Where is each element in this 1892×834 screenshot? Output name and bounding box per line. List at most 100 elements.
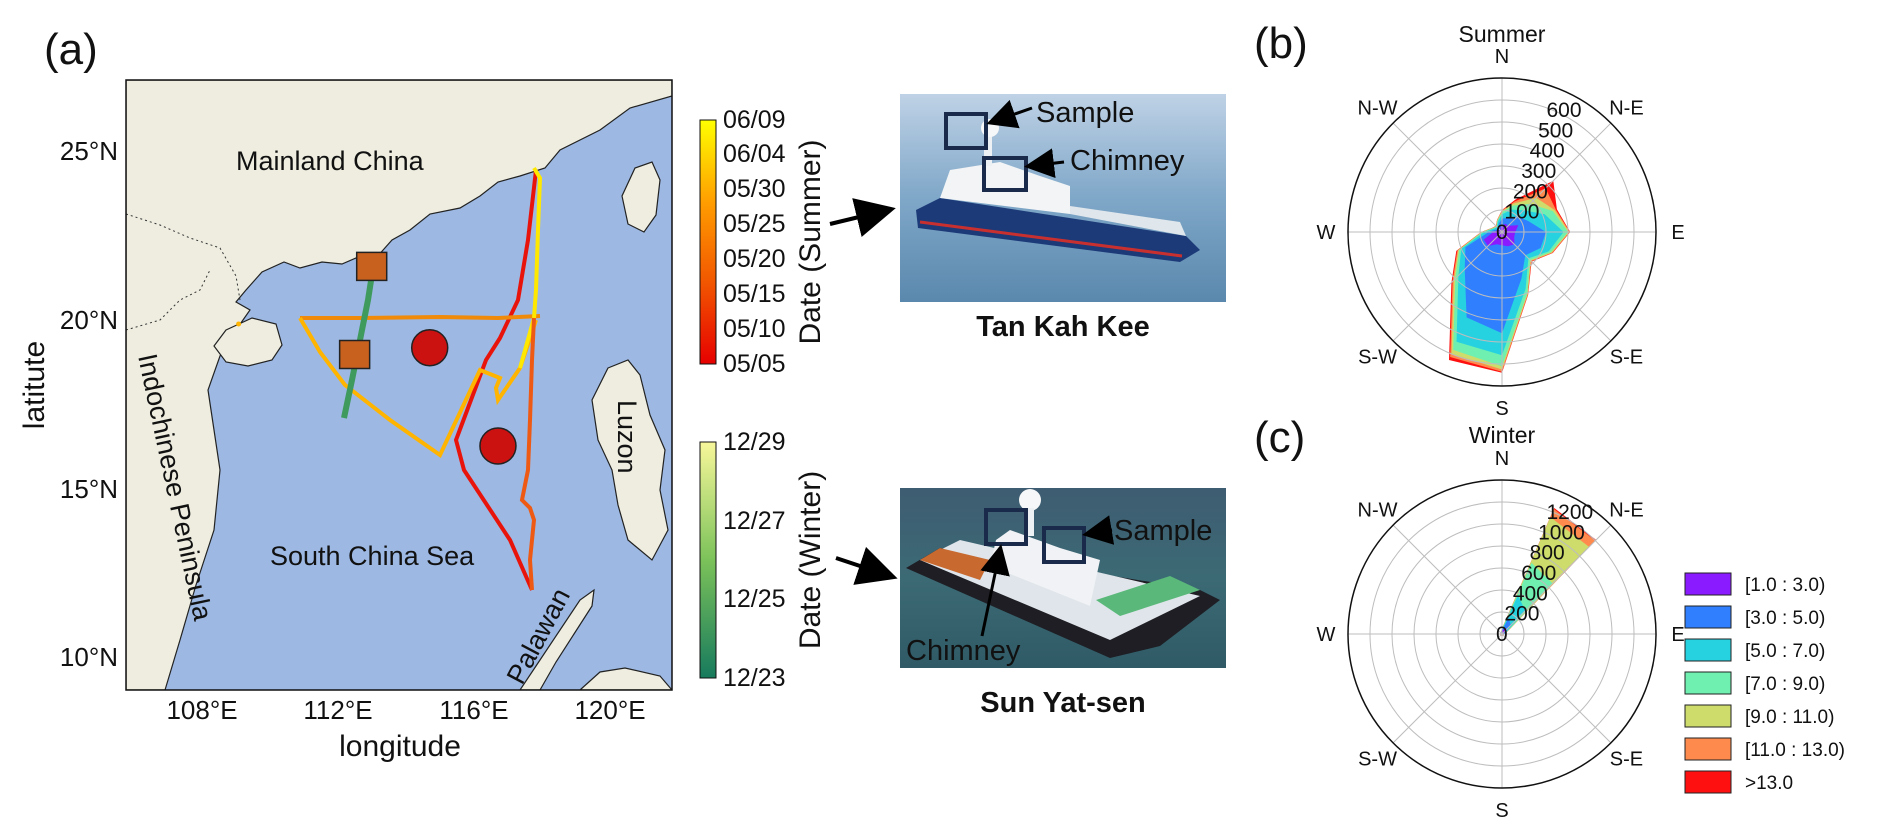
ship-photo-sun-yat-sen: Sample Chimney [900, 488, 1226, 668]
ship-name-sun-yat-sen: Sun Yat-sen [980, 687, 1145, 719]
rose-direction-label: N-E [1609, 98, 1643, 120]
colorbar-summer-gradient [699, 119, 717, 365]
wind-rose-winter: Winter020040060080010001200NN-EES-ESS-WW… [1317, 422, 1685, 822]
ship-hull [916, 198, 1200, 262]
rose-direction-label: N-E [1609, 500, 1643, 522]
wind-rose-area [1483, 223, 1519, 247]
chimney-label-summer: Chimney [1070, 145, 1185, 177]
arrow-winter-to-ship [835, 546, 898, 585]
colorbar-tick: 12/29 [723, 428, 786, 456]
map-y-tick: 10°N [60, 642, 118, 672]
rose-outline [1347, 77, 1657, 387]
stations [236, 251, 517, 465]
ship-mast [1026, 508, 1034, 536]
chimney-box-winter [1042, 526, 1086, 564]
colorbar-winter-title: Date (Winter) [794, 471, 827, 649]
land-palawan [519, 588, 595, 690]
map-y-tick: 25°N [60, 136, 118, 166]
arrow-summer-to-ship [829, 198, 896, 237]
rose-direction-label: E [1671, 624, 1684, 646]
map-x-tick: 108°E [166, 695, 237, 725]
sample-arrow-winter [1082, 515, 1115, 545]
city-marker [236, 321, 242, 327]
rose-direction-label: S-W [1358, 748, 1397, 770]
summer-track-orange [300, 314, 541, 321]
colorbar-winter-gradient [699, 441, 717, 679]
colorbar-tick: 06/09 [723, 106, 786, 134]
sample-label-winter: Sample [1114, 515, 1212, 547]
colorbar-tick: 06/04 [723, 140, 786, 168]
rose-grid-spoke [1501, 231, 1612, 342]
rose-radial-label: 0 [1496, 623, 1508, 646]
rose-radial-label: 800 [1530, 542, 1565, 565]
colorbar-tick: 12/25 [723, 585, 786, 613]
rose-grid-spoke [1392, 633, 1503, 744]
ship-photo-tan-kah-kee: Sample Chimney [900, 94, 1226, 302]
legend-swatch [1684, 671, 1732, 695]
map-panel: 108°E 112°E 116°E 120°E 10°N 15°N 20°N 2… [18, 79, 673, 763]
map-x-tick: 120°E [574, 695, 645, 725]
rose-direction-label: W [1317, 624, 1336, 646]
map-y-tick: 15°N [60, 474, 118, 504]
sample-arrow-summer [986, 99, 1033, 129]
summer-track-red [453, 169, 538, 591]
map-y-ticks: 10°N 15°N 20°N 25°N [60, 136, 118, 672]
place-south-china-sea: South China Sea [270, 541, 475, 571]
sample-box-winter [984, 508, 1028, 546]
rose-direction-label: E [1671, 222, 1684, 244]
ship-deck-aft [1070, 206, 1186, 236]
legend-label: [5.0 : 7.0) [1745, 641, 1825, 662]
map-x-axis-title: longitude [339, 730, 461, 763]
colorbar-tick: 05/25 [723, 210, 786, 238]
rose-direction-label: S-E [1610, 748, 1643, 770]
legend-swatch [1684, 737, 1732, 761]
map-frame [125, 79, 673, 691]
ship-hull-stripe [919, 220, 1183, 258]
panel-label-c: (c) [1254, 413, 1305, 462]
rose-radial-label: 0 [1496, 221, 1508, 244]
legend-label: [7.0 : 9.0) [1745, 674, 1825, 695]
legend-swatch [1684, 572, 1732, 596]
land-hainan [213, 317, 283, 367]
rose-radial-label: 600 [1547, 99, 1582, 122]
panel-label-b: (b) [1254, 19, 1308, 68]
land-borneo-corner [579, 667, 672, 690]
sample-label-summer: Sample [1036, 97, 1134, 129]
rose-radial-label: 200 [1504, 603, 1539, 626]
panel-label-a: (a) [44, 25, 98, 74]
rose-direction-label: S [1495, 800, 1508, 822]
rose-grid-spoke [1501, 633, 1612, 744]
summer-track-yellow-orange [298, 316, 538, 459]
map-y-axis-title: latitute [18, 341, 51, 429]
legend-swatch [1684, 704, 1732, 728]
rose-direction-label: N-W [1358, 500, 1398, 522]
legend-label: [11.0 : 13.0) [1745, 740, 1845, 761]
rose-radial-label: 1200 [1547, 501, 1594, 524]
border-china-vietnam [126, 213, 241, 301]
map-x-tick: 112°E [303, 695, 372, 725]
rose-direction-label: N-W [1358, 98, 1398, 120]
rose-radial-label: 500 [1538, 119, 1573, 142]
ship-deck-aft [920, 548, 990, 580]
legend-swatch [1684, 605, 1732, 629]
rose-grid-spoke [1392, 231, 1503, 342]
legend-label: [3.0 : 5.0) [1745, 608, 1825, 629]
rose-radial-label: 300 [1521, 160, 1556, 183]
chimney-arrow-winter [980, 544, 1010, 637]
land-mainland-china [126, 80, 672, 690]
rose-radial-label: 200 [1513, 180, 1548, 203]
station-square [338, 339, 371, 370]
rose-grid-spoke [1501, 122, 1612, 233]
legend-label: [1.0 : 3.0) [1745, 575, 1825, 596]
land-luzon [591, 359, 669, 561]
legend-label: >13.0 [1745, 773, 1793, 794]
ship-name-tan-kah-kee: Tan Kah Kee [976, 311, 1150, 343]
chimney-arrow-summer [1024, 148, 1065, 179]
colorbar-tick: 05/30 [723, 175, 786, 203]
colorbar-tick: 05/20 [723, 245, 786, 273]
colorbar-winter: 12/23 12/25 12/27 12/29 Date (Winter) [699, 428, 827, 692]
colorbar-tick: 12/23 [723, 664, 786, 692]
station-circle [479, 427, 517, 465]
rose-direction-label: N [1495, 46, 1509, 68]
